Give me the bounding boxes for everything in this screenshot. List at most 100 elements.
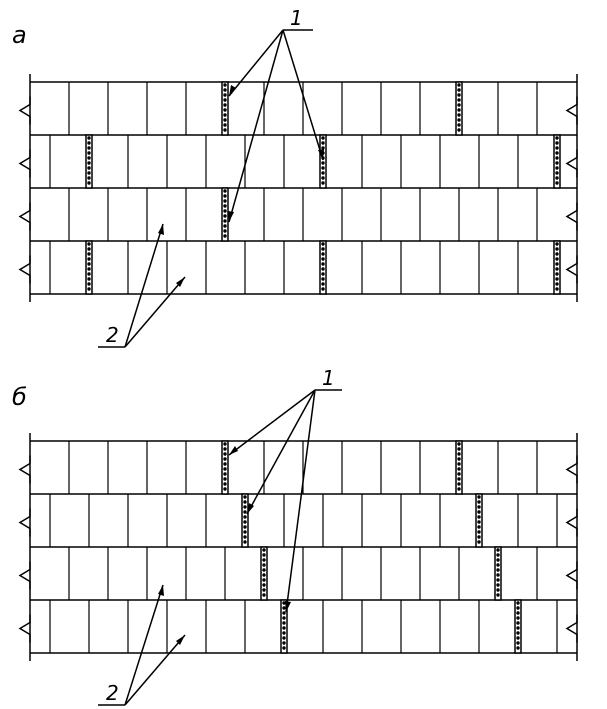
filler-dot bbox=[223, 472, 227, 476]
filler-dot bbox=[262, 593, 266, 597]
filler-dot bbox=[555, 141, 559, 145]
filler-dot bbox=[223, 113, 227, 117]
filler-dot bbox=[555, 262, 559, 266]
leader-line bbox=[124, 276, 186, 348]
filler-dot bbox=[223, 98, 227, 102]
filler-dot bbox=[555, 242, 559, 246]
filler-dot bbox=[516, 601, 520, 605]
filler-dot bbox=[457, 452, 461, 456]
filler-dot bbox=[477, 500, 481, 504]
filler-dot bbox=[457, 447, 461, 451]
arrowhead bbox=[158, 585, 164, 596]
filler-dot bbox=[262, 588, 266, 592]
filler-dot bbox=[321, 247, 325, 251]
filler-dot bbox=[457, 98, 461, 102]
break-mark bbox=[18, 149, 31, 178]
filler-dot bbox=[496, 548, 500, 552]
filler-dot bbox=[457, 467, 461, 471]
filler-dot bbox=[87, 242, 91, 246]
arrowhead bbox=[176, 635, 185, 645]
filler-dot bbox=[223, 108, 227, 112]
filler-dot bbox=[282, 636, 286, 640]
arrowhead bbox=[285, 601, 291, 612]
filler-dot bbox=[87, 252, 91, 256]
filler-dot bbox=[321, 171, 325, 175]
callout-2-label-b: 2 bbox=[106, 681, 119, 705]
filler-dot bbox=[282, 606, 286, 610]
filler-dot bbox=[223, 482, 227, 486]
filler-dot bbox=[223, 128, 227, 132]
filler-dot bbox=[87, 156, 91, 160]
break-mark bbox=[18, 202, 31, 231]
break-mark bbox=[565, 149, 578, 178]
filler-dot bbox=[243, 540, 247, 544]
filler-dot bbox=[477, 520, 481, 524]
filler-dot bbox=[262, 548, 266, 552]
filler-dot bbox=[516, 606, 520, 610]
filler-dot bbox=[516, 641, 520, 645]
filler-dot bbox=[87, 136, 91, 140]
break-mark bbox=[565, 561, 578, 590]
filler-dot bbox=[321, 242, 325, 246]
filler-dot bbox=[87, 277, 91, 281]
leaders-b: 1 2 bbox=[98, 366, 342, 706]
filler-dot bbox=[87, 287, 91, 291]
filler-dot bbox=[87, 262, 91, 266]
filler-dot bbox=[282, 626, 286, 630]
filler-dot bbox=[555, 247, 559, 251]
filler-dot bbox=[477, 510, 481, 514]
filler-dot bbox=[223, 88, 227, 92]
filler-dot bbox=[262, 558, 266, 562]
filler-dot bbox=[555, 136, 559, 140]
filler-dot bbox=[223, 189, 227, 193]
filler-dot bbox=[223, 194, 227, 198]
filler-dot bbox=[262, 583, 266, 587]
filler-dot bbox=[496, 578, 500, 582]
filler-dot bbox=[87, 282, 91, 286]
wall-a bbox=[18, 74, 578, 302]
filler-dot bbox=[223, 229, 227, 233]
filler-dot bbox=[555, 146, 559, 150]
filler-dot bbox=[457, 123, 461, 127]
filler-dot bbox=[223, 467, 227, 471]
filler-dot bbox=[223, 442, 227, 446]
filler-dot bbox=[243, 505, 247, 509]
filler-dot bbox=[87, 166, 91, 170]
filler-dot bbox=[555, 272, 559, 276]
arrowhead bbox=[176, 277, 185, 287]
leader-line bbox=[228, 29, 284, 97]
filler-dot bbox=[87, 141, 91, 145]
filler-dot bbox=[243, 500, 247, 504]
filler-dot bbox=[321, 282, 325, 286]
filler-dot bbox=[223, 462, 227, 466]
filler-dot bbox=[457, 93, 461, 97]
panel-a-label: а bbox=[12, 21, 27, 49]
filler-dot bbox=[223, 477, 227, 481]
filler-dot bbox=[321, 272, 325, 276]
filler-dot bbox=[477, 535, 481, 539]
filler-dot bbox=[555, 181, 559, 185]
filler-dot bbox=[321, 287, 325, 291]
arrowhead bbox=[318, 149, 324, 160]
filler-dot bbox=[321, 136, 325, 140]
arrowhead bbox=[228, 211, 234, 222]
filler-dot bbox=[282, 611, 286, 615]
filler-dot bbox=[262, 573, 266, 577]
leader-line bbox=[246, 389, 316, 515]
filler-dot bbox=[457, 457, 461, 461]
filler-dot bbox=[555, 171, 559, 175]
filler-dot bbox=[496, 588, 500, 592]
arrowhead bbox=[158, 224, 164, 235]
arrowhead bbox=[229, 446, 238, 455]
filler-dot bbox=[457, 83, 461, 87]
panel-b: б 1 2 bbox=[12, 366, 578, 706]
filler-dot bbox=[282, 601, 286, 605]
break-mark bbox=[18, 614, 31, 643]
filler-dot bbox=[555, 166, 559, 170]
filler-dot bbox=[457, 482, 461, 486]
filler-dot bbox=[457, 477, 461, 481]
filler-dot bbox=[87, 151, 91, 155]
leader-line bbox=[228, 29, 284, 223]
filler-dot bbox=[223, 447, 227, 451]
